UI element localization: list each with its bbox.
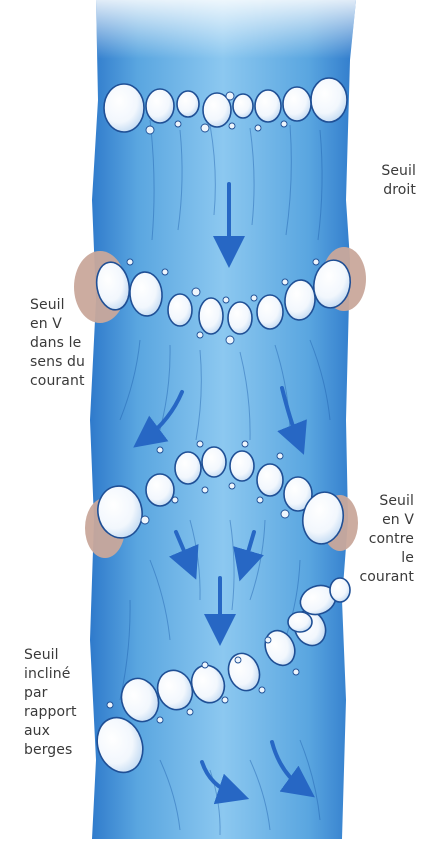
stone-icon xyxy=(168,294,192,326)
pebble xyxy=(146,126,154,134)
pebble xyxy=(107,702,113,708)
pebble xyxy=(251,295,257,301)
pebble xyxy=(281,121,287,127)
pebble xyxy=(223,297,229,303)
stone-icon xyxy=(175,452,201,484)
pebble xyxy=(157,447,163,453)
pebble xyxy=(202,662,208,668)
label-v-downstream-weir: Seuil en V dans le sens du courant xyxy=(30,296,100,391)
pebble xyxy=(259,687,265,693)
pebble xyxy=(281,510,289,518)
pebble xyxy=(229,123,235,129)
pebble xyxy=(229,483,235,489)
label-straight-weir: Seuil droit xyxy=(360,162,416,200)
pebble xyxy=(265,637,271,643)
stone-icon xyxy=(257,464,283,496)
pebble xyxy=(175,121,181,127)
stone-icon xyxy=(288,612,312,632)
pebble xyxy=(162,269,168,275)
stone-icon xyxy=(199,298,223,334)
pebble xyxy=(222,697,228,703)
stone-icon xyxy=(283,87,311,121)
stone-icon xyxy=(311,78,347,122)
pebble xyxy=(293,669,299,675)
pebble xyxy=(235,657,241,663)
pebble xyxy=(192,288,200,296)
pebble xyxy=(226,336,234,344)
pebble xyxy=(187,709,193,715)
pebble xyxy=(255,125,261,131)
stone-icon xyxy=(255,90,281,122)
pebble xyxy=(141,516,149,524)
stone-icon xyxy=(146,474,174,506)
pebble xyxy=(172,497,178,503)
pebble xyxy=(282,279,288,285)
label-v-upstream-weir: Seuil en V contre le courant xyxy=(340,492,414,587)
stone-icon xyxy=(177,91,199,117)
stone-icon xyxy=(104,84,144,132)
pebble xyxy=(127,259,133,265)
stone-icon xyxy=(257,295,283,329)
pebble xyxy=(257,497,263,503)
pebble xyxy=(226,92,234,100)
pebble xyxy=(313,259,319,265)
stone-icon xyxy=(202,447,226,477)
pebble xyxy=(277,453,283,459)
pebble xyxy=(202,487,208,493)
pebble xyxy=(157,717,163,723)
pebble xyxy=(197,332,203,338)
stone-icon xyxy=(146,89,174,123)
stone-icon xyxy=(230,451,254,481)
label-inclined-weir: Seuil incliné par rapport aux berges xyxy=(24,646,90,760)
pebble xyxy=(197,441,203,447)
stone-icon xyxy=(233,94,253,118)
stone-icon xyxy=(228,302,252,334)
pebble xyxy=(201,124,209,132)
pebble xyxy=(242,441,248,447)
